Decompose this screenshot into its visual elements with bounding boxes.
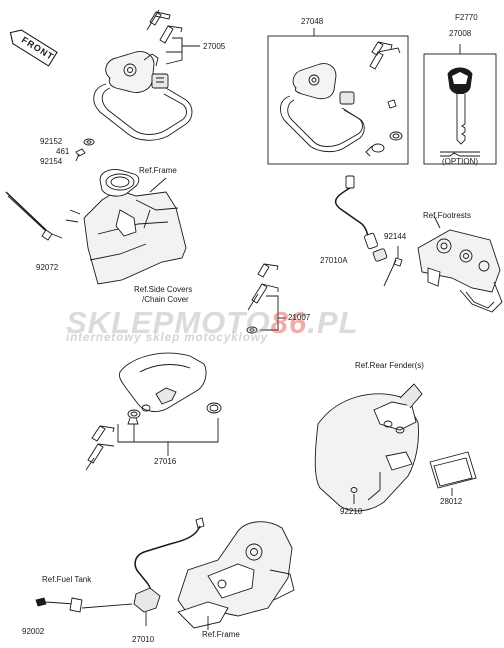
part-27010: 27010 xyxy=(132,635,155,644)
ref-frame-bottom: Ref.Frame xyxy=(202,630,240,639)
watermark-brand-d: .PL xyxy=(307,305,359,340)
part-27016: 27016 xyxy=(154,457,177,466)
watermark-brand-a: SKLEP xyxy=(66,305,175,340)
box-27048 xyxy=(267,35,409,165)
watermark-tagline: internetowy sklep motocyklowy xyxy=(66,332,269,344)
part-92002: 92002 xyxy=(22,627,45,636)
part-92144: 92144 xyxy=(384,232,407,241)
rear-fender xyxy=(314,383,423,512)
part-21007: 21007 xyxy=(288,313,311,322)
part-28012: 28012 xyxy=(440,497,463,506)
part-27048: 27048 xyxy=(301,17,324,26)
frame-upper xyxy=(5,169,187,285)
ref-side-covers-line2: /Chain Cover xyxy=(142,295,189,304)
part-461: 461 xyxy=(56,147,70,156)
sensor-27010A xyxy=(334,175,403,287)
part-27005: 27005 xyxy=(203,42,226,51)
part-27008: 27008 xyxy=(449,29,472,38)
ref-frame-top: Ref.Frame xyxy=(139,166,177,175)
part-92072: 92072 xyxy=(36,263,59,272)
watermark-brand: SKLEPMOTO86.PL xyxy=(66,305,359,341)
part-F2770: F2770 xyxy=(455,13,478,22)
ref-rear-fender: Ref.Rear Fender(s) xyxy=(355,361,424,370)
frame-lower xyxy=(177,521,295,629)
ignition-switch-27048 xyxy=(280,41,403,157)
reflector-28012 xyxy=(429,451,477,489)
part-27010A: 27010A xyxy=(320,256,348,265)
part-92210: 92210 xyxy=(340,507,363,516)
watermark-brand-c: 86 xyxy=(270,305,308,340)
fuel-sensor-27010 xyxy=(35,517,205,626)
ref-side-covers-line1: Ref.Side Covers xyxy=(134,285,193,294)
option-label: (OPTION) xyxy=(442,157,478,166)
side-cover-27016 xyxy=(85,352,222,471)
key-27008 xyxy=(440,67,480,157)
watermark-brand-b: MOTO xyxy=(174,305,271,340)
ignition-switch-27005 xyxy=(75,9,193,162)
part-92154: 92154 xyxy=(40,157,63,166)
ref-fuel-tank: Ref.Fuel Tank xyxy=(42,575,92,584)
front-arrow-icon xyxy=(9,29,58,67)
key-set-21007 xyxy=(246,263,279,334)
part-92152: 92152 xyxy=(40,137,63,146)
ref-footrests: Ref.Footrests xyxy=(423,211,472,220)
footrest-bracket xyxy=(417,229,503,313)
